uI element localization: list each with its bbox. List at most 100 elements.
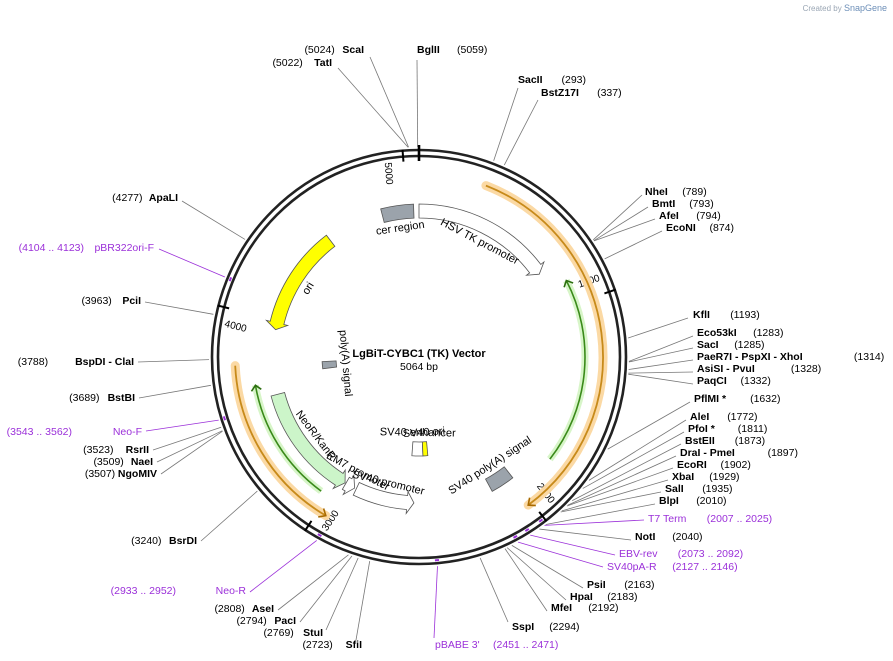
site-position: (794) (696, 210, 721, 222)
site-label: SspI(2294) (512, 621, 580, 633)
site-label: SacII(293) (518, 74, 586, 86)
site-name: PfoI * (688, 423, 716, 435)
site-leader (416, 59, 419, 148)
primer-name: pBR322ori-F (94, 242, 154, 254)
site-position: (789) (682, 186, 707, 198)
site-leader (572, 443, 682, 501)
site-name: PsiI (587, 579, 606, 591)
site-label: AleI(1772) (690, 411, 758, 423)
site-leader (325, 557, 359, 631)
primer-range: (2007 .. 2025) (707, 513, 772, 525)
site-name: PaqCI (697, 375, 727, 387)
primer-leader (158, 248, 225, 278)
primer-mark (317, 533, 322, 538)
site-label: (3523)RsrII (83, 444, 149, 456)
site-label: BlpI(2010) (659, 495, 727, 507)
primer-label: SV40pA-R(2127 .. 2146) (607, 561, 738, 573)
feature-arrow (270, 391, 346, 490)
site-name: BstEII (685, 435, 715, 447)
primer-name: Neo-R (216, 585, 247, 597)
site-name: SacI (697, 339, 719, 351)
site-label: (3963)PciI (81, 295, 141, 307)
site-label: (4277)ApaLI (112, 192, 178, 204)
feature-arrow (380, 203, 415, 223)
site-label: (3507)NgoMIV (85, 468, 157, 480)
site-leader (604, 230, 663, 260)
site-name: ScaI (342, 44, 364, 56)
site-leader (561, 479, 669, 512)
site-label: (2769)StuI (263, 627, 323, 639)
site-label: AfeI (794) (659, 210, 721, 222)
site-leader (628, 373, 694, 385)
primer-leader (433, 566, 438, 639)
site-label: HpaI(2183) (570, 591, 638, 603)
site-name: ApaLI (149, 192, 178, 204)
site-label: SalI(1935) (665, 483, 733, 495)
feature-label: cer region (375, 219, 425, 238)
site-name: KflI (693, 309, 710, 321)
feature-label: SV40 ori (402, 425, 445, 440)
primer-range: (3543 .. 3562) (7, 426, 72, 438)
site-name: BstZ17I (541, 87, 579, 99)
site-position: (2723) (302, 639, 332, 651)
site-position: (3240) (131, 535, 161, 547)
site-label: Eco53kI(1283) (697, 327, 783, 339)
site-name: DraI - PmeI (680, 447, 735, 459)
leader-lines (137, 56, 694, 641)
site-label: PfoI *(1811) (688, 423, 767, 435)
orf-arrowhead (527, 497, 536, 507)
site-position: (2040) (672, 531, 702, 543)
site-name: Eco53kI (697, 327, 737, 339)
site-leader (160, 430, 223, 475)
feature-arrow (352, 481, 415, 515)
snapgene-logo: SnapGene (843, 3, 887, 13)
site-position: (3689) (69, 392, 99, 404)
site-position: (2183) (607, 591, 637, 603)
site-position: (1935) (702, 483, 732, 495)
primer-leader (517, 541, 604, 568)
site-label: KflI(1193) (693, 309, 760, 321)
site-position: (874) (710, 222, 735, 234)
site-name: StuI (303, 627, 323, 639)
site-leader (628, 317, 689, 339)
tick-mark (304, 520, 313, 532)
snapgene-credit: Created by SnapGene (803, 3, 887, 13)
tick-label: 5000 (382, 162, 395, 185)
site-leader (593, 218, 656, 242)
site-leader (493, 87, 519, 161)
site-leader (369, 56, 409, 148)
site-position: (2010) (696, 495, 726, 507)
site-position: (1772) (727, 411, 757, 423)
site-leader (628, 371, 694, 374)
site-position: (1332) (741, 375, 771, 387)
primer-mark (222, 416, 227, 421)
site-name: PaeR7I - PspXI - XhoI (697, 351, 803, 363)
site-name: BspDI - ClaI (75, 356, 134, 368)
primer-label: pBABE 3'(2451 .. 2471) (435, 639, 558, 651)
site-position: (2192) (588, 602, 618, 614)
feature-label: poly(A) signal (337, 330, 355, 397)
orf-line (234, 365, 327, 517)
orf-arrowhead (318, 508, 327, 518)
site-leader (479, 557, 509, 623)
site-leader (566, 467, 674, 507)
site-position: (1285) (734, 339, 764, 351)
feature-arrow (484, 466, 514, 492)
site-position: (5059) (457, 44, 487, 56)
site-label: SacI (1285) (697, 339, 765, 351)
site-leader (277, 554, 349, 611)
primer-name: SV40pA-R (607, 561, 657, 573)
site-name: AfeI (659, 210, 679, 222)
site-leader (593, 206, 649, 242)
site-name: BstBI (108, 392, 136, 404)
map-title: LgBiT-CYBC1 (TK) Vector (352, 348, 486, 360)
orf-inner-arrowhead (563, 279, 574, 288)
primer-mark (524, 528, 530, 532)
site-position: (1873) (735, 435, 765, 447)
site-leader (593, 194, 643, 241)
site-leader (503, 99, 539, 166)
site-name: AsiSI - PvuI (697, 363, 755, 375)
site-name: NaeI (131, 456, 153, 468)
site-label: NotI(2040) (635, 531, 703, 543)
